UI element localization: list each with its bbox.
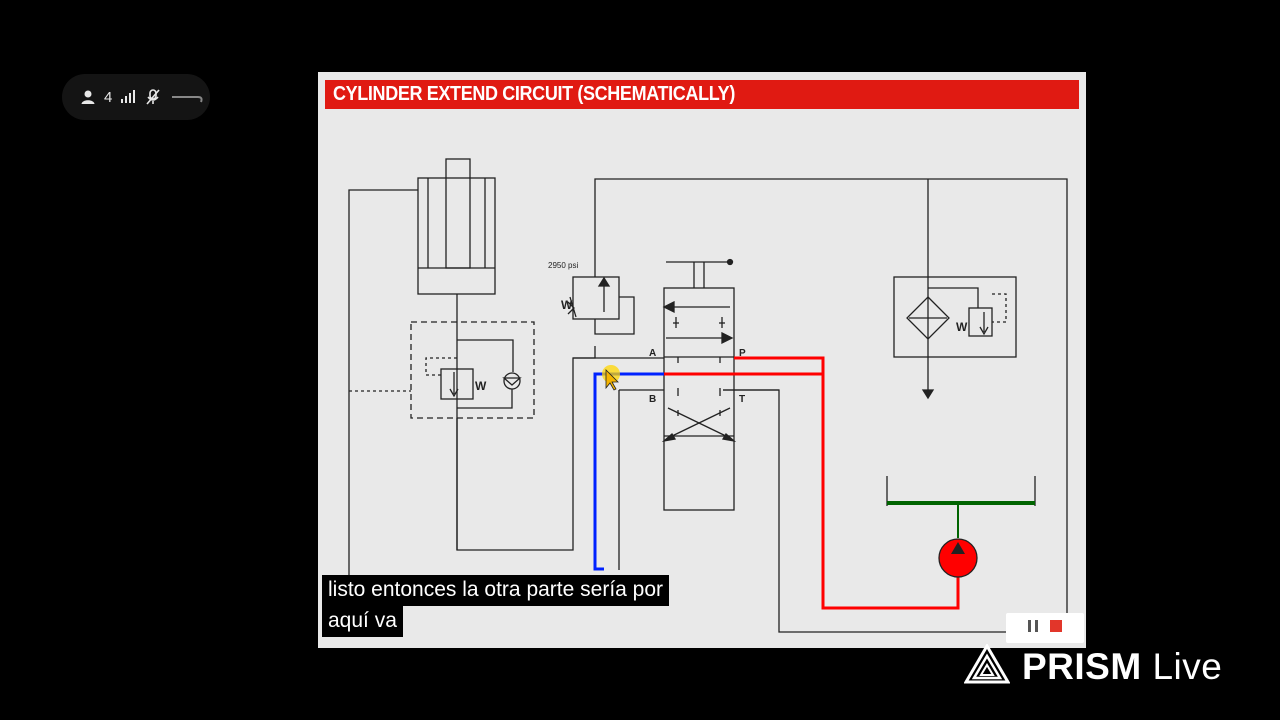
slide-header: CYLINDER EXTEND CIRCUIT (SCHEMATICALLY) [325, 80, 1079, 109]
brand-name: PRISM Live [1022, 645, 1223, 687]
participants-count: 4 [104, 88, 113, 106]
counterbalance-valve: W [410, 294, 535, 550]
caption-line-2: aquí va [322, 606, 403, 637]
svg-text:W: W [956, 320, 968, 334]
caption-line-1: listo entonces la otra parte sería por [322, 575, 670, 606]
port-label-p: P [739, 348, 746, 359]
directional-control-valve [661, 258, 737, 511]
return-filter: W [893, 179, 1017, 400]
prism-live-watermark: PRISM Live [963, 643, 1223, 689]
live-caption: listo entonces la otra parte sería por a… [322, 575, 670, 637]
hydraulic-schematic: W W 2950 psi [348, 158, 1068, 633]
meeting-status-pill[interactable]: 4 [62, 74, 210, 120]
port-label-b: B [649, 394, 656, 405]
cursor-highlight [602, 365, 620, 391]
hydraulic-cylinder [417, 158, 496, 295]
stop-icon[interactable] [1049, 619, 1063, 638]
presentation-slide: CYLINDER EXTEND CIRCUIT (SCHEMATICALLY) [318, 72, 1086, 648]
port-label-a: A [649, 348, 656, 359]
slide-title: CYLINDER EXTEND CIRCUIT (SCHEMATICALLY) [333, 83, 735, 105]
relief-valve: W 2950 psi [548, 261, 635, 335]
svg-text:W: W [561, 298, 573, 312]
svg-text:W: W [475, 379, 487, 393]
recording-controls [1006, 613, 1084, 643]
pause-icon[interactable] [1027, 619, 1039, 638]
signal-icon [120, 90, 136, 104]
person-icon [80, 89, 96, 105]
mic-muted-icon[interactable] [144, 88, 162, 106]
svg-text:2950 psi: 2950 psi [548, 261, 578, 270]
hydraulic-pump [938, 538, 978, 578]
prism-logo-icon [963, 643, 1011, 689]
audio-level-icon [170, 90, 204, 104]
port-label-t: T [739, 394, 745, 405]
